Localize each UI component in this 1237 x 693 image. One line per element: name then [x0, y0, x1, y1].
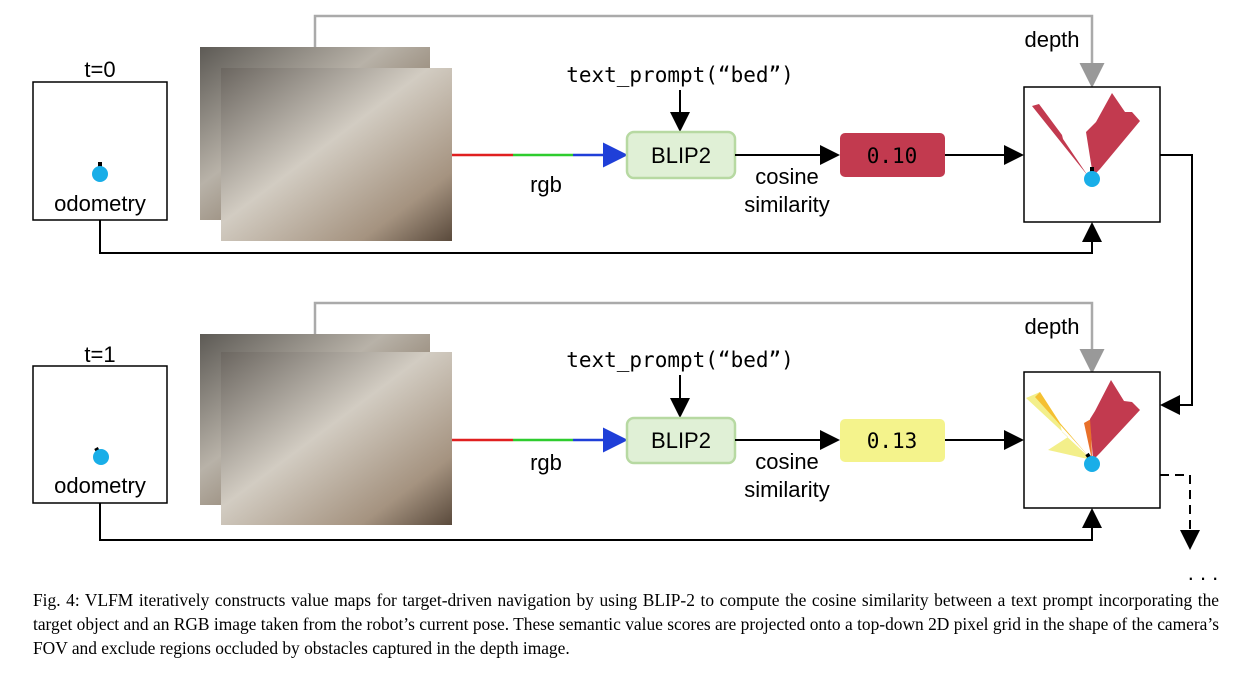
depth-label: depth — [1024, 27, 1079, 52]
rgb-label: rgb — [530, 450, 562, 475]
rgb-label: rgb — [530, 172, 562, 197]
map-recurrence-connector — [1160, 154, 1193, 415]
value-region — [1032, 104, 1088, 176]
robot-position-icon — [1084, 456, 1100, 472]
rgb-image — [221, 68, 452, 241]
continuation-dots: . . . — [1188, 560, 1219, 585]
robot-position-icon — [93, 449, 109, 465]
diagram: depth t=0 odometry rgb text_prompt(“bed”… — [32, 14, 1219, 585]
robot-position-icon — [1084, 171, 1100, 187]
time-label: t=0 — [84, 57, 115, 82]
similarity-label-2: similarity — [744, 192, 830, 217]
depth-label: depth — [1024, 314, 1079, 339]
value-region — [1026, 392, 1092, 460]
odometry-label: odometry — [54, 473, 146, 498]
blip2-label: BLIP2 — [651, 428, 711, 453]
score-box — [840, 419, 945, 462]
rgb-image — [221, 352, 452, 525]
score-box — [840, 133, 945, 177]
depth-connector — [313, 14, 1105, 88]
figure-caption: Fig. 4: VLFM iteratively constructs valu… — [33, 590, 1219, 658]
odometry-connector — [99, 503, 1102, 541]
value-region — [1090, 380, 1140, 460]
value-region — [1035, 392, 1090, 458]
value-region — [1086, 93, 1140, 176]
row-t1: depth t=1 odometry rgb text_prompt(“bed”… — [32, 301, 1219, 585]
time-label: t=1 — [84, 342, 115, 367]
score-value: 0.13 — [867, 429, 918, 453]
similarity-label-1: cosine — [755, 164, 819, 189]
similarity-label-2: similarity — [744, 477, 830, 502]
value-region — [1084, 419, 1092, 460]
similarity-label-1: cosine — [755, 449, 819, 474]
odometry-connector — [99, 220, 1102, 254]
score-value: 0.10 — [867, 144, 918, 168]
odometry-box — [32, 365, 168, 504]
row-t0: depth t=0 odometry rgb text_prompt(“bed”… — [32, 14, 1193, 415]
depth-connector — [313, 301, 1105, 374]
robot-position-icon — [92, 166, 108, 182]
odometry-label: odometry — [54, 191, 146, 216]
blip2-label: BLIP2 — [651, 143, 711, 168]
text-prompt: text_prompt(“bed”) — [566, 348, 794, 372]
continuation-connector — [1160, 474, 1200, 550]
text-prompt: text_prompt(“bed”) — [566, 63, 794, 87]
